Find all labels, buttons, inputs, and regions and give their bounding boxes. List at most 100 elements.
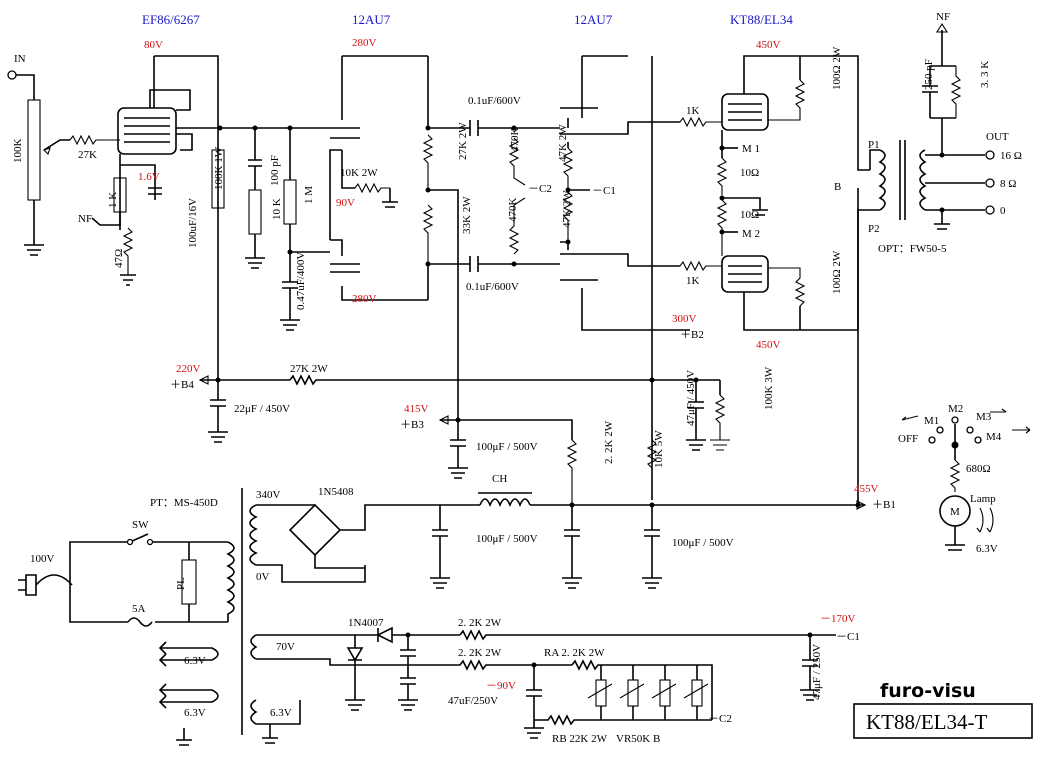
tube-label-12au7-b: 12AU7 [574, 12, 613, 27]
r22k2w-label: 2. 2K 2W [603, 420, 615, 464]
r33k2w-label: 33K 2W [461, 196, 473, 234]
nf-resistor-33k-label: 3. 3 K [979, 61, 991, 88]
pilot-lamp-label: PL [175, 577, 187, 590]
rectifier-label: 1N5408 [318, 486, 354, 498]
plate-voltage-280b: 280V [352, 293, 377, 305]
r47ka-label: 47K 2W [557, 124, 569, 162]
r100a-label: 100Ω 2W [831, 46, 843, 90]
r27k2w-b-label: 27K 2W [290, 363, 328, 375]
out-label: OUT [986, 131, 1009, 143]
plate-voltage-450a: 450V [756, 39, 781, 51]
kt88-tube-top [721, 93, 769, 131]
input-label: IN [14, 53, 26, 65]
fuse-label: 5A [132, 603, 146, 615]
pt-model-label: PT：MS-450D [150, 497, 218, 509]
bias-pots [587, 665, 709, 720]
switch-off-label: OFF [898, 433, 918, 445]
v0-label: 0V [256, 571, 270, 583]
r470a-label: 470K [509, 128, 521, 153]
r10b-label: 10Ω [740, 209, 759, 221]
grid-stopper-b-label: 1K [686, 275, 700, 287]
tube-label-12au7-a: 12AU7 [352, 12, 391, 27]
opt-p2-label: P2 [868, 223, 880, 235]
r10k2w-label: 10K 2W [340, 167, 378, 179]
rb-label: RB 22K 2W [552, 733, 608, 745]
plate-resistor-label: 100K 1W [213, 146, 225, 190]
meter-symbol: M [950, 506, 960, 518]
c100u-b3-label: 100μF / 500V [476, 441, 538, 453]
plate-voltage-280a: 280V [352, 37, 377, 49]
input-stage: IN 100K 27K 1 K 1.6V 100uF/16V NF 47Ω 80… [7, 39, 225, 380]
heater-c-label: 6.3V [270, 707, 292, 719]
model-name: KT88/EL34-T [866, 710, 987, 734]
switch-m1-label: M1 [924, 415, 939, 427]
model-box [853, 703, 1033, 739]
v70-label: 70V [276, 641, 295, 653]
cathode-voltage: 1.6V [138, 171, 160, 183]
cap-047-label: 0.47uF/400V [295, 252, 307, 310]
b3-label: ＋B3 [400, 419, 424, 431]
out-0-terminal [985, 205, 995, 215]
c100u1-label: 100μF / 500V [476, 533, 538, 545]
cathode-resistor-label: 1 K [107, 192, 119, 208]
b2-label: ＋B2 [680, 329, 704, 341]
switch-label: SW [132, 519, 149, 531]
vr-label: VR50K B [616, 733, 660, 745]
output-stage: 1K 1K 100Ω 2W 100Ω 2W 450V 450V M 1 10Ω … [679, 11, 1022, 505]
out-8-terminal [985, 178, 995, 188]
lamp-voltage-label: 6.3V [976, 543, 998, 555]
bias-voltage-170: －170V [820, 613, 855, 625]
r470b-label: 470K [507, 198, 519, 223]
choke-label: CH [492, 473, 507, 485]
out-8-label: 8 Ω [1000, 178, 1016, 190]
out-16-terminal [985, 150, 995, 160]
volume-pot-label: 100K [12, 139, 24, 164]
bias-voltage-90: －90V [486, 680, 516, 692]
nf-cap-label: 250 pF [923, 59, 935, 90]
switch-m2-label: M2 [948, 403, 963, 415]
cap-01b-label: 0.1uF/600V [466, 281, 519, 293]
grid-resistor-label: 27K [78, 149, 97, 161]
r47kb-label: 47K 2W [561, 190, 573, 228]
c47u250v-label: 47μF / 250V [811, 644, 823, 700]
b4-label: ＋B4 [170, 379, 194, 391]
meter-selector: M1 M2 M3 M4 OFF 680Ω M Lamp 6.3V [898, 403, 1031, 555]
brand-logo-text: furo-visu [880, 680, 976, 702]
grid-stopper-a-label: 1K [686, 105, 700, 117]
nf-feedback-label: NF [936, 11, 950, 23]
minus-c1-output: －C1 [836, 631, 860, 643]
tube-label-ef86: EF86/6267 [142, 12, 200, 27]
r100b-label: 100Ω 2W [831, 250, 843, 294]
out-0-label: 0 [1000, 205, 1006, 217]
mains-voltage-label: 100V [30, 553, 55, 565]
r10a-label: 10Ω [740, 167, 759, 179]
r22ka-label: 2. 2K 2W [458, 617, 502, 629]
bias-diode-label: 1N4007 [348, 617, 384, 629]
nf-input-label: NF [78, 213, 92, 225]
v340-label: 340V [256, 489, 281, 501]
opt-secondary [919, 149, 927, 211]
meter-point-m1: M 1 [742, 143, 760, 155]
choke [479, 498, 531, 508]
r27k2w-label: 27K 2W [457, 122, 469, 160]
bplus-rails: 27K 2W 220V ＋B4 22μF / 450V 47μF / 450V … [170, 363, 896, 589]
cap-100pf-label: 100 pF [269, 155, 281, 186]
opt-p1-label: P1 [868, 139, 880, 151]
meter-point-m2: M 2 [742, 228, 760, 240]
bias-diode [355, 626, 460, 644]
minus-c2-output: －C2 [708, 713, 732, 725]
b2-voltage: 300V [672, 313, 697, 325]
opt-b-label: B [834, 181, 841, 193]
r1m-label: 1 M [303, 186, 315, 204]
mains-plug [18, 574, 37, 596]
b4-voltage: 220V [176, 363, 201, 375]
tube-label-kt88: KT88/EL34 [730, 12, 793, 27]
r10k5w-label: 10K 5W [653, 430, 665, 468]
input-jack [7, 70, 17, 80]
out-16-label: 16 Ω [1000, 150, 1022, 162]
minus-c2-node: －C2 [528, 183, 552, 195]
c100u2-label: 100μF / 500V [672, 537, 734, 549]
switch-m4-label: M4 [986, 431, 1002, 443]
tube-12au7-b: 47K 2W －C1 47K 2W 300V ＋B2 [557, 55, 704, 500]
